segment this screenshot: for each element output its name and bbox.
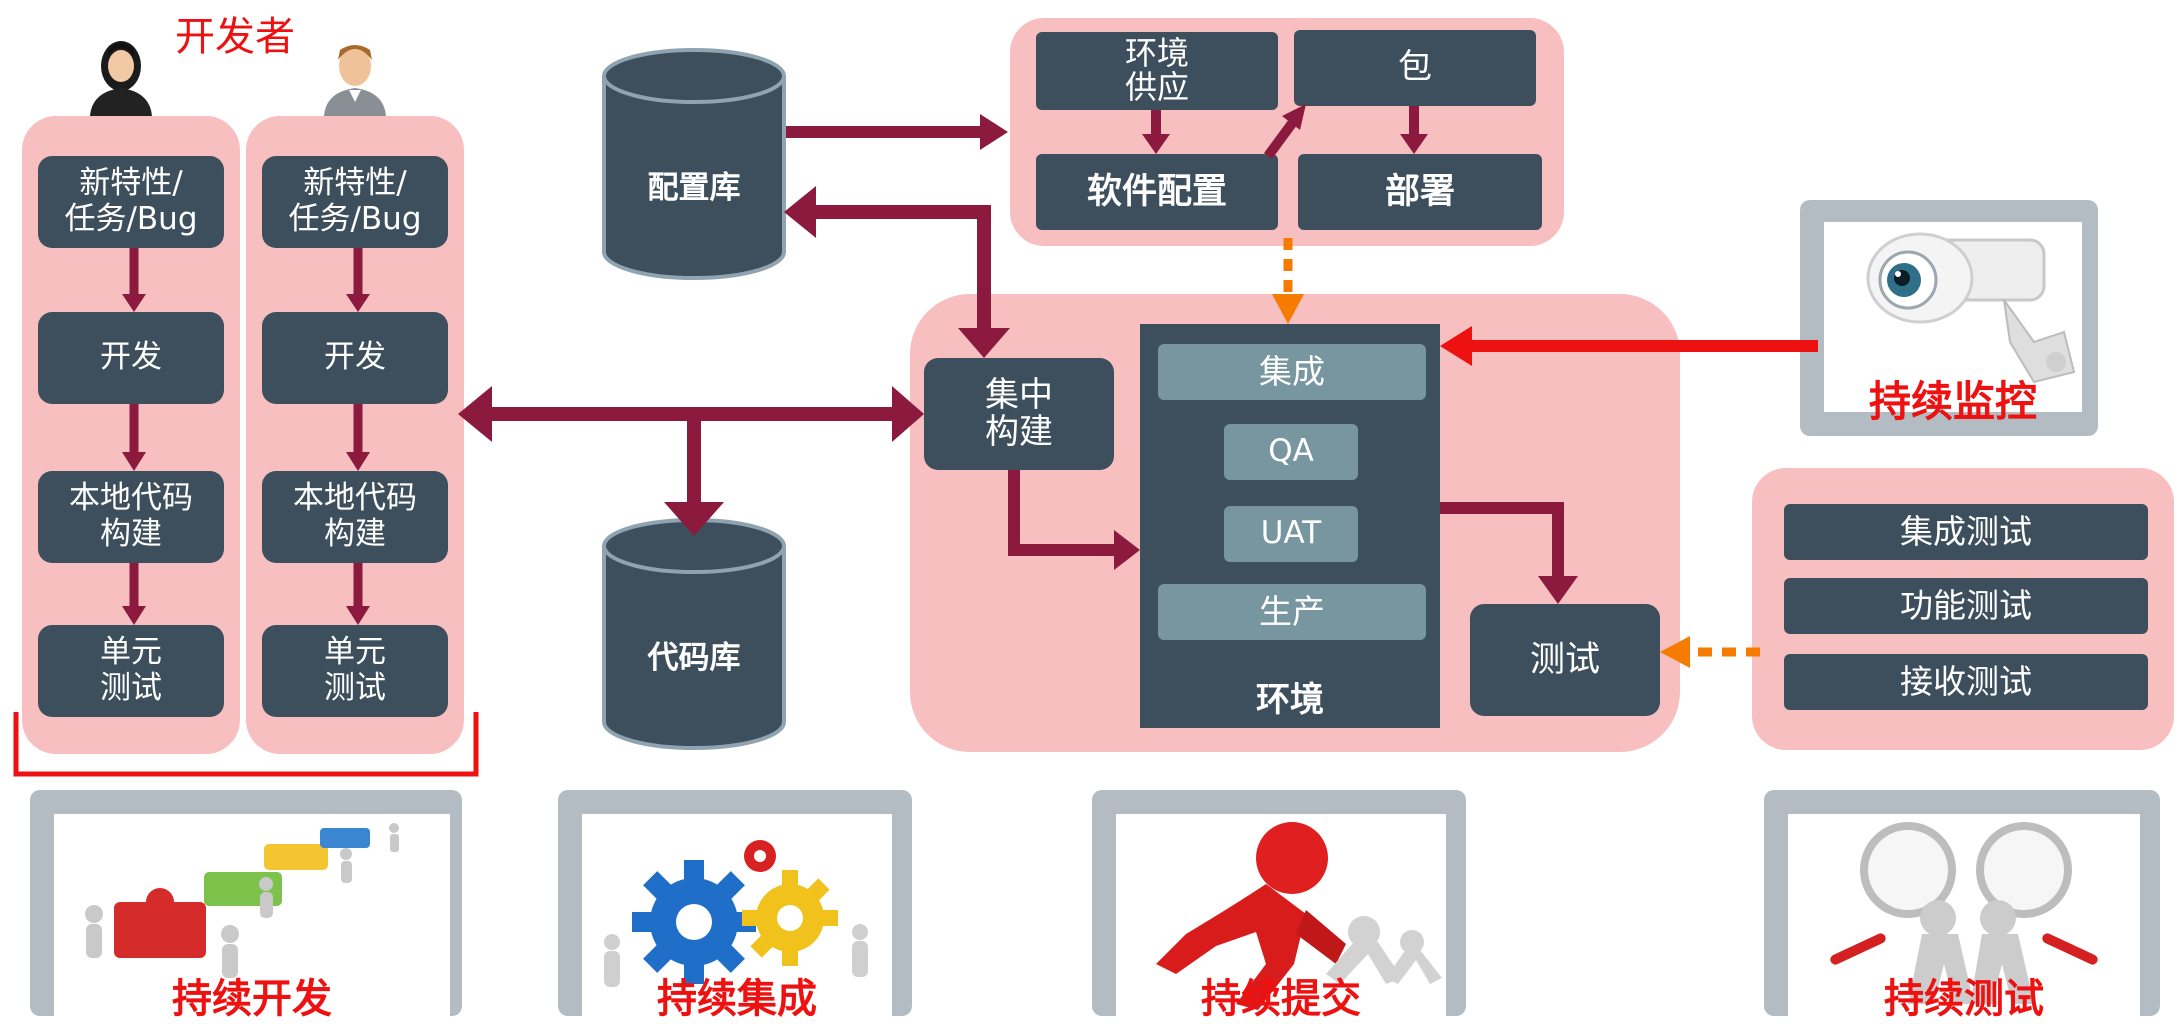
central-build-box: 集中 构建 — [924, 358, 1114, 470]
puzzle-team-icon — [85, 823, 399, 978]
magnifier-people-icon — [1830, 822, 2098, 1004]
lane1-feature-box: 新特性/ 任务/Bug — [38, 156, 224, 248]
practice-image-ct — [1788, 814, 2140, 1016]
lane2-feature-box: 新特性/ 任务/Bug — [262, 156, 448, 248]
practice-label-ct: 持续测试 — [1884, 976, 2044, 1022]
lane2-develop-box: 开发 — [262, 312, 448, 404]
developer-male-icon — [324, 45, 386, 116]
config-repository-cylinder: 配置库 — [600, 46, 788, 282]
integration-test-box: 集成测试 — [1784, 504, 2148, 560]
config-repository-label: 配置库 — [647, 170, 741, 206]
stage-integration-box: 集成 — [1158, 344, 1426, 400]
continuous-monitoring-label: 持续监控 — [1868, 377, 2037, 426]
practice-image-ci — [582, 814, 892, 1016]
acceptance-test-box: 接收测试 — [1784, 654, 2148, 710]
lane2-local-build-box: 本地代码 构建 — [262, 471, 448, 563]
stage-production-box: 生产 — [1158, 584, 1426, 640]
functional-test-box: 功能测试 — [1784, 578, 2148, 634]
developer-female-icon — [90, 41, 152, 116]
practice-label-cd: 持续提交 — [1201, 976, 1361, 1022]
test-box: 测试 — [1470, 604, 1660, 716]
deploy-box: 部署 — [1298, 154, 1542, 230]
lane1-unit-test-box: 单元 测试 — [38, 625, 224, 717]
gears-icon — [604, 840, 868, 987]
developers-title: 开发者 — [175, 14, 295, 60]
stage-uat-box: UAT — [1224, 506, 1358, 562]
stage-qa-box: QA — [1224, 424, 1358, 480]
practice-image-dev — [54, 814, 450, 1016]
practice-image-cd — [1116, 814, 1446, 1016]
package-box: 包 — [1294, 30, 1536, 106]
practice-label-dev: 持续开发 — [172, 976, 332, 1022]
software-config-box: 软件配置 — [1036, 154, 1278, 230]
env-supply-box: 环境 供应 — [1036, 32, 1278, 110]
lane1-local-build-box: 本地代码 构建 — [38, 471, 224, 563]
code-repository-label: 代码库 — [647, 640, 741, 676]
monitoring-image — [1824, 222, 2082, 412]
code-repository-cylinder: 代码库 — [600, 516, 788, 752]
camera-icon — [1866, 232, 2076, 384]
environment-label: 环境 — [1256, 680, 1324, 720]
practice-label-ci: 持续集成 — [657, 976, 817, 1022]
lane2-unit-test-box: 单元 测试 — [262, 625, 448, 717]
lane1-develop-box: 开发 — [38, 312, 224, 404]
runners-icon — [1156, 822, 1442, 1010]
